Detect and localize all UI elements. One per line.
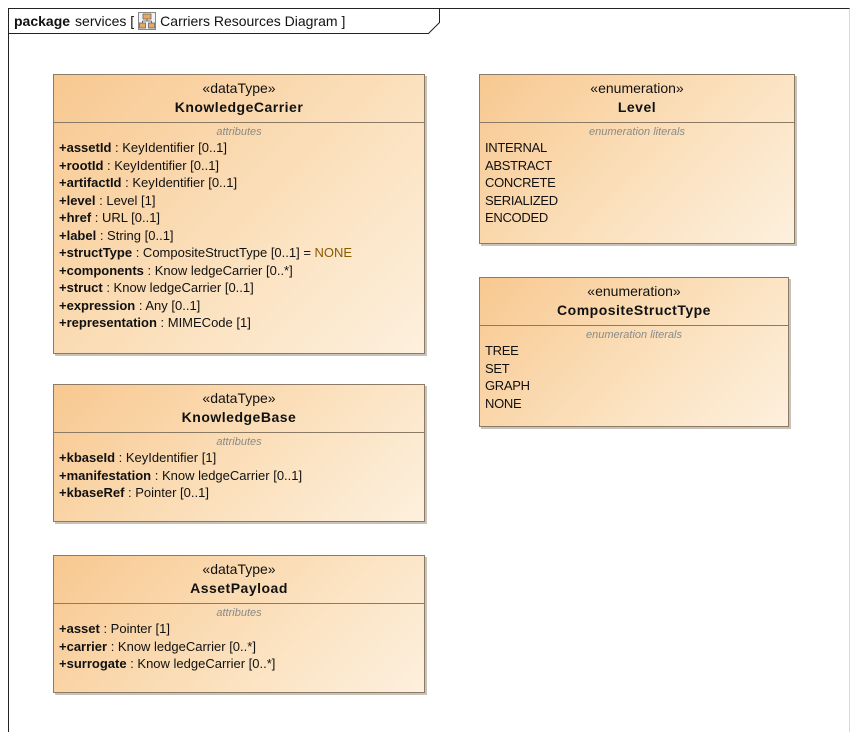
literal-list: INTERNAL ABSTRACT CONCRETE SERIALIZED ENCODE… [480,139,794,227]
enum-literal[interactable]: NONE [485,395,522,411]
attribute-row[interactable]: +label : String [0..1] [59,227,424,245]
attribute-type: : Pointer [1] [99,621,170,636]
enum-literal[interactable]: INTERNAL [485,140,547,155]
stereotype-label: «enumeration» [590,80,684,96]
attribute-type: : URL [0..1] [91,210,161,225]
attribute-row[interactable]: +components : Know ledgeCarrier [0..*] [59,262,424,280]
attribute-type: : KeyIdentifier [1] [115,450,217,465]
class-name: KnowledgeCarrier [174,99,304,115]
section-label: attributes [216,607,262,619]
attribute-name: +label [59,227,97,243]
attribute-row[interactable]: +artifactId : KeyIdentifier [0..1] [59,174,424,192]
attribute-name: +components [59,262,144,278]
attribute-name: +expression [59,297,136,313]
section-label: attributes [216,436,262,448]
compartment-divider [480,122,794,123]
attribute-row[interactable]: +representation : MIMECode [1] [59,314,424,332]
attribute-row[interactable]: +kbaseRef : Pointer [0..1] [59,484,424,502]
attribute-type: : MIMECode [1] [156,315,251,330]
attribute-name: +surrogate [59,656,127,671]
package-name: services [ [75,13,135,29]
enum-literal[interactable]: CONCRETE [485,175,556,190]
attribute-type: : Know ledgeCarrier [0..*] [126,656,276,671]
package-frame-label: package services [ Carriers Resources Di… [14,12,345,30]
attribute-name: +level [59,192,96,208]
attribute-row[interactable]: +carrier : Know ledgeCarrier [0..*] [59,638,424,656]
package-keyword: package [14,13,71,29]
class-name: KnowledgeBase [181,409,297,425]
attribute-row[interactable]: +rootId : KeyIdentifier [0..1] [59,157,424,175]
attribute-type: : KeyIdentifier [0..1] [111,140,228,155]
attribute-name: +carrier [59,638,108,654]
attribute-type: : KeyIdentifier [0..1] [103,157,220,173]
attribute-list: +assetId : KeyIdentifier [0..1]+rootId :… [54,139,424,332]
attribute-row[interactable]: +structType : CompositeStructType [0..1]… [59,244,424,262]
class-knowledge-base[interactable]: «dataType» KnowledgeBase attributes +kba… [53,384,425,522]
attribute-name: +artifactId [59,175,122,190]
attribute-row[interactable]: +manifestation : Know ledgeCarrier [0..1… [59,467,424,485]
class-asset-payload[interactable]: «dataType» AssetPayload attributes +asse… [53,555,425,693]
attribute-list: +kbaseId : KeyIdentifier [1]+manifestati… [54,449,424,502]
class-knowledge-carrier[interactable]: «dataType» KnowledgeCarrier attributes +… [53,74,425,354]
attribute-row[interactable]: +href : URL [0..1] [59,209,424,227]
enum-composite-struct-type[interactable]: «enumeration» CompositeStructType enumer… [479,277,789,427]
attribute-name: +manifestation [59,467,152,483]
attribute-type: : Pointer [0..1] [124,485,209,500]
class-diagram-icon [138,12,157,30]
enum-literal[interactable]: SERIALIZED [485,192,558,208]
enum-name: Level [617,99,657,115]
enum-name: CompositeStructType [557,302,711,318]
attribute-type: : Know ledgeCarrier [0..*] [107,638,256,654]
enum-literal[interactable]: TREE [485,343,519,358]
stereotype-label: «dataType» [202,80,276,96]
attribute-list: +asset : Pointer [1]+carrier : Know ledg… [54,620,424,673]
attribute-name: +assetId [59,140,112,155]
attribute-name: +kbaseRef [59,485,125,500]
attribute-name: +representation [59,315,157,330]
attribute-row[interactable]: +struct : Know ledgeCarrier [0..1] [59,279,424,297]
attribute-row[interactable]: +level : Level [1] [59,192,424,210]
attribute-row[interactable]: +kbaseId : KeyIdentifier [1] [59,449,424,467]
section-label: enumeration literals [586,329,682,341]
diagram-name: Carriers Resources Diagram ] [160,13,346,29]
enum-literal[interactable]: ABSTRACT [485,157,552,173]
attribute-row[interactable]: +assetId : KeyIdentifier [0..1] [59,139,424,157]
attribute-name: +rootId [59,157,104,173]
compartment-divider [54,432,424,433]
attribute-type: : Know ledgeCarrier [0..*] [143,262,293,278]
attribute-row[interactable]: +asset : Pointer [1] [59,620,424,638]
stereotype-label: «enumeration» [587,283,681,299]
stereotype-label: «dataType» [202,561,276,577]
attribute-row[interactable]: +surrogate : Know ledgeCarrier [0..*] [59,655,424,673]
attribute-name: +kbaseId [59,450,116,465]
attribute-type: : Know ledgeCarrier [0..1] [102,280,254,295]
section-label: enumeration literals [589,126,685,138]
attribute-name: +href [59,210,92,225]
attribute-type: : CompositeStructType [0..1] = [132,245,315,260]
attribute-type: : KeyIdentifier [0..1] [121,175,238,190]
attribute-name: +structType [59,245,133,260]
enum-literal[interactable]: SET [485,360,510,376]
attribute-row[interactable]: +expression : Any [0..1] [59,297,424,315]
stereotype-label: «dataType» [202,390,276,406]
package-frame [8,8,850,732]
compartment-divider [480,325,788,326]
class-name: AssetPayload [190,580,288,596]
attribute-name: +struct [59,280,103,295]
compartment-divider [54,122,424,123]
enum-literal[interactable]: ENCODED [485,210,548,225]
literal-list: TREE SET GRAPH NONE [480,342,788,412]
attribute-default: NONE [314,245,353,260]
package-frame-tab [8,8,440,34]
attribute-type: : Know ledgeCarrier [0..1] [151,467,303,483]
compartment-divider [54,603,424,604]
attribute-type: : Level [1] [95,192,156,208]
attribute-type: : Any [0..1] [135,297,201,313]
attribute-type: : String [0..1] [96,227,174,243]
section-label: attributes [216,126,262,138]
attribute-name: +asset [59,621,100,636]
enum-literal[interactable]: GRAPH [485,378,530,393]
enum-level[interactable]: «enumeration» Level enumeration literals… [479,74,795,244]
